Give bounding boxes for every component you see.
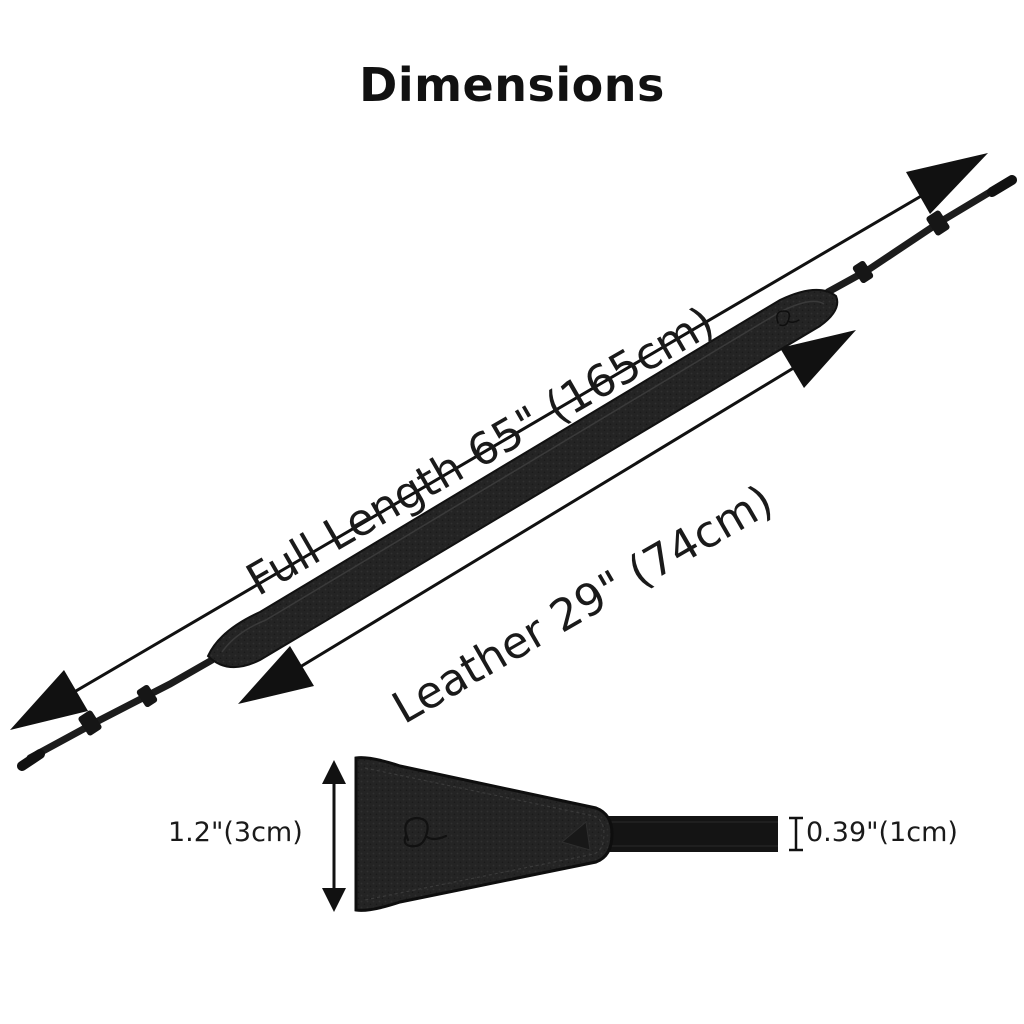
webbing-width-marker-icon bbox=[789, 816, 803, 852]
full-length-arrow-icon bbox=[10, 153, 988, 730]
strap-end-closeup bbox=[354, 756, 778, 912]
brand-logo-icon bbox=[403, 816, 448, 848]
strap-image bbox=[17, 175, 1017, 771]
strap-logo-icon bbox=[776, 310, 800, 327]
leather-length-arrow-icon bbox=[238, 330, 856, 704]
leather-width-label: 1.2"(3cm) bbox=[168, 817, 303, 848]
webbing-width-label: 0.39"(1cm) bbox=[806, 817, 958, 848]
page-title: Dimensions bbox=[359, 58, 665, 112]
leather-width-arrow-icon bbox=[322, 760, 346, 912]
